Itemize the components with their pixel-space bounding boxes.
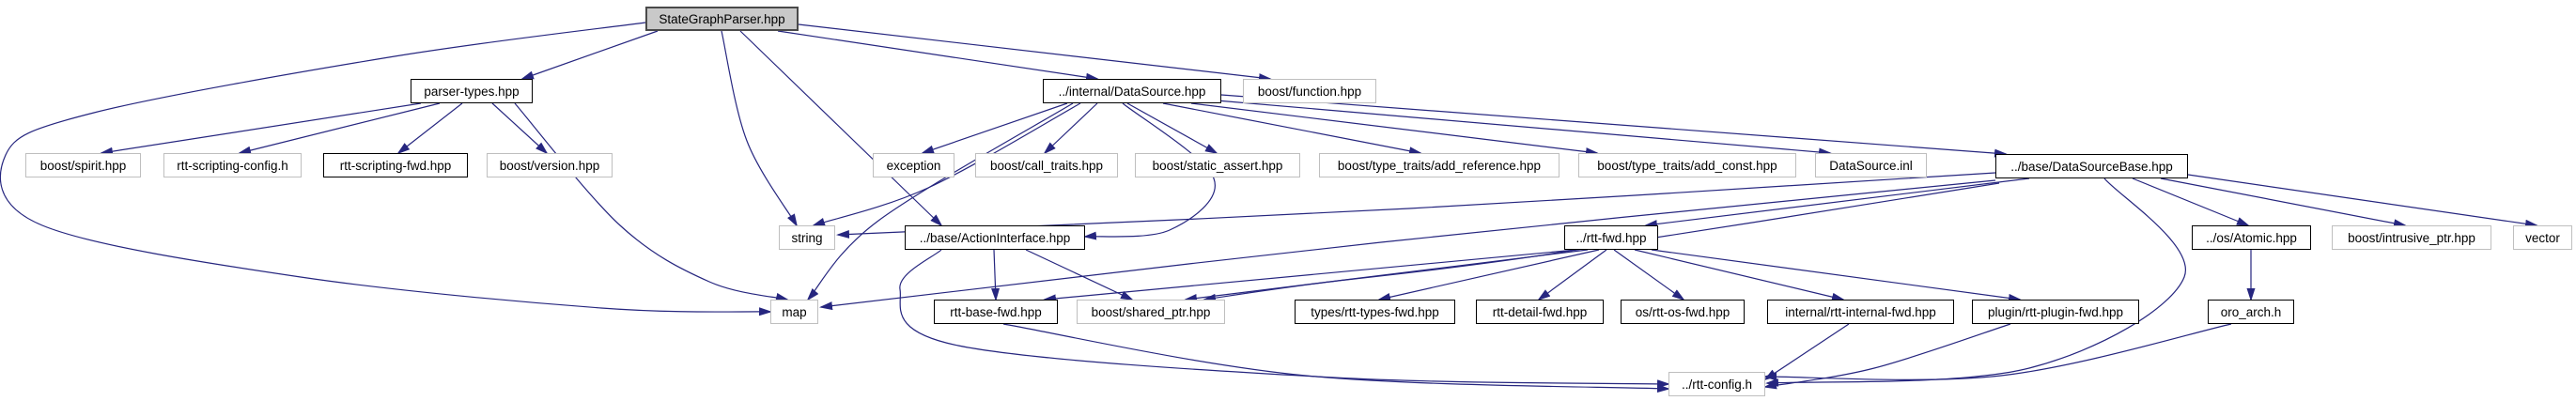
edge-ai-to-basefwd (991, 249, 1001, 301)
edge-oro-to-rttconfig (1763, 323, 2232, 381)
edge-ds-to-dsinl (1216, 100, 1832, 157)
graph-node-addconst: boost/type_traits/add_const.hpp (1578, 153, 1796, 177)
edge-dsb-to-rttconfig (1765, 177, 2187, 387)
graph-node-ai[interactable]: ../base/ActionInterface.hpp (905, 225, 1085, 250)
edge-ds-to-ai (1083, 102, 1216, 240)
edge-basefwd-to-rttconfig (1002, 323, 1670, 393)
edge-ds-to-addref (1162, 102, 1422, 156)
graph-node-internalfwd[interactable]: internal/rtt-internal-fwd.hpp (1767, 300, 1954, 324)
edge-parser-to-map (514, 102, 789, 301)
graph-node-sfwd[interactable]: rtt-scripting-fwd.hpp (323, 153, 468, 177)
edge-ds-to-dsb (1220, 94, 2008, 158)
graph-node-map: map (770, 300, 818, 324)
graph-node-rttfwd[interactable]: ../rtt-fwd.hpp (1564, 225, 1658, 250)
graph-node-addref: boost/type_traits/add_reference.hpp (1319, 153, 1560, 177)
edge-sgp-to-ai (739, 30, 943, 227)
graph-node-rttconfig: ../rtt-config.h (1668, 372, 1765, 396)
graph-node-staticassert: boost/static_assert.hpp (1135, 153, 1300, 177)
edge-dsb-to-vector (2187, 174, 2538, 228)
edge-sgp-to-ds (777, 30, 1099, 82)
edge-parser-to-sfwd (396, 102, 463, 155)
graph-node-sconfig: rtt-scripting-config.h (163, 153, 302, 177)
graph-node-dsinl: DataSource.inl (1815, 153, 1927, 177)
edge-rttfwd-to-basefwd (1043, 249, 1577, 303)
edge-sgp-to-map (0, 22, 772, 316)
graph-node-vector: vector (2513, 225, 2572, 250)
graph-node-sharedptr: boost/shared_ptr.hpp (1077, 300, 1225, 324)
graph-node-pluginfwd[interactable]: plugin/rtt-plugin-fwd.hpp (1972, 300, 2139, 324)
graph-node-exception: exception (873, 153, 954, 177)
edge-rttfwd-to-pluginfwd (1651, 249, 2022, 302)
edge-dsb-to-map (819, 179, 1996, 311)
edge-rttfwd-to-typesfwd (1377, 249, 1600, 301)
edge-parser-to-spirit (100, 102, 422, 156)
graph-node-dsb[interactable]: ../base/DataSourceBase.hpp (1995, 154, 2188, 178)
edge-ai-to-sharedptr (1025, 249, 1134, 301)
graph-node-sgp: StateGraphParser.hpp (645, 7, 799, 31)
edge-internalfwd-to-rttconfig (1763, 323, 1850, 381)
edge-dsb-to-rttfwd (1644, 177, 2030, 229)
edge-rttfwd-to-internalfwd (1634, 249, 1845, 301)
edge-ai-to-rttconfig (899, 249, 1670, 389)
graph-node-string: string (779, 225, 835, 250)
edge-parser-to-version (491, 102, 549, 155)
graph-node-osfwd[interactable]: os/rtt-os-fwd.hpp (1621, 300, 1745, 324)
edge-sgp-to-string (721, 30, 799, 227)
graph-node-atomic[interactable]: ../os/Atomic.hpp (2192, 225, 2311, 250)
graph-node-oro[interactable]: oro_arch.h (2208, 300, 2294, 324)
edge-dsb-to-intrusive (2160, 177, 2407, 228)
edge-ds-to-exception (921, 102, 1068, 154)
graph-node-ds[interactable]: ../internal/DataSource.hpp (1043, 79, 1221, 103)
edge-parser-to-sconfig (238, 102, 441, 155)
edge-ds-to-staticassert (1126, 102, 1218, 154)
graph-node-spirit: boost/spirit.hpp (25, 153, 141, 177)
graph-node-parser[interactable]: parser-types.hpp (411, 79, 533, 103)
edge-rttfwd-to-sharedptr (1184, 249, 1589, 302)
edge-ds-to-addconst (1190, 102, 1599, 157)
edge-sgp-to-parser (520, 30, 659, 80)
edge-pluginfwd-to-rttconfig (1763, 323, 2011, 390)
graph-node-calltraits: boost/call_traits.hpp (975, 153, 1118, 177)
edge-ds-to-calltraits (1043, 102, 1098, 155)
edge-ds-to-map (806, 102, 1074, 301)
edge-sgp-to-fn (798, 23, 1272, 83)
graph-node-intrusive: boost/intrusive_ptr.hpp (2332, 225, 2491, 250)
edge-rttfwd-to-osfwd (1613, 249, 1685, 301)
edge-dsb-to-atomic (2132, 177, 2250, 226)
graph-node-version: boost/version.hpp (487, 153, 613, 177)
graph-node-basefwd[interactable]: rtt-base-fwd.hpp (934, 300, 1058, 324)
graph-node-detailfwd[interactable]: rtt-detail-fwd.hpp (1476, 300, 1604, 324)
edge-rttfwd-to-detailfwd (1537, 249, 1607, 301)
graph-node-typesfwd[interactable]: types/rtt-types-fwd.hpp (1295, 300, 1455, 324)
graph-node-fn: boost/function.hpp (1243, 79, 1376, 103)
